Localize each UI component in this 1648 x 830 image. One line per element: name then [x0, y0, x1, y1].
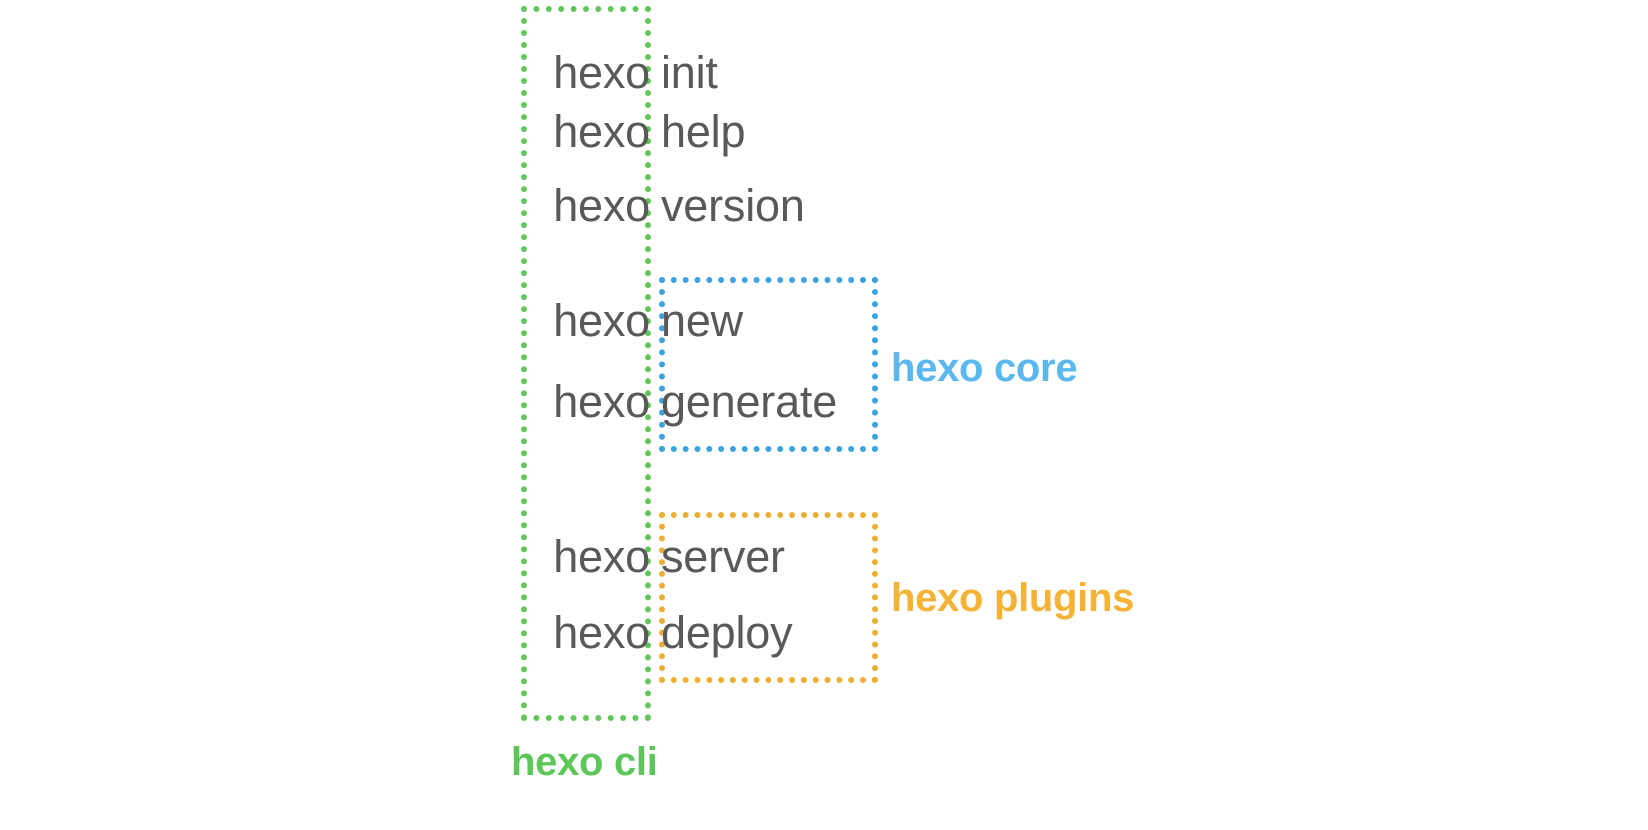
command-row-init: hexo init [538, 50, 718, 95]
command-name-init: init [661, 47, 718, 98]
command-row-version: hexo version [538, 183, 805, 228]
command-prefix: hexo [553, 531, 650, 582]
command-prefix: hexo [553, 295, 650, 346]
group-caption-hexo-plugins: hexo plugins [891, 576, 1135, 620]
command-prefix: hexo [553, 180, 650, 231]
command-prefix: hexo [553, 47, 650, 98]
group-box-hexo-cli [521, 6, 651, 721]
command-name-deploy: deploy [661, 607, 793, 658]
command-row-generate: hexo generate [538, 379, 837, 424]
command-row-new: hexo new [538, 298, 743, 343]
command-prefix: hexo [553, 376, 650, 427]
command-name-version: version [661, 180, 805, 231]
group-box-hexo-core [659, 277, 878, 452]
command-prefix: hexo [553, 607, 650, 658]
command-row-help: hexo help [538, 109, 745, 154]
command-prefix: hexo [553, 106, 650, 157]
command-row-server: hexo server [538, 534, 785, 579]
group-caption-hexo-core: hexo core [891, 346, 1078, 390]
group-caption-hexo-cli: hexo cli [511, 740, 658, 784]
command-row-deploy: hexo deploy [538, 610, 792, 655]
group-box-hexo-plugins [659, 512, 878, 683]
command-name-new: new [661, 295, 743, 346]
command-name-generate: generate [661, 376, 838, 427]
command-name-help: help [661, 106, 746, 157]
command-name-server: server [661, 531, 785, 582]
